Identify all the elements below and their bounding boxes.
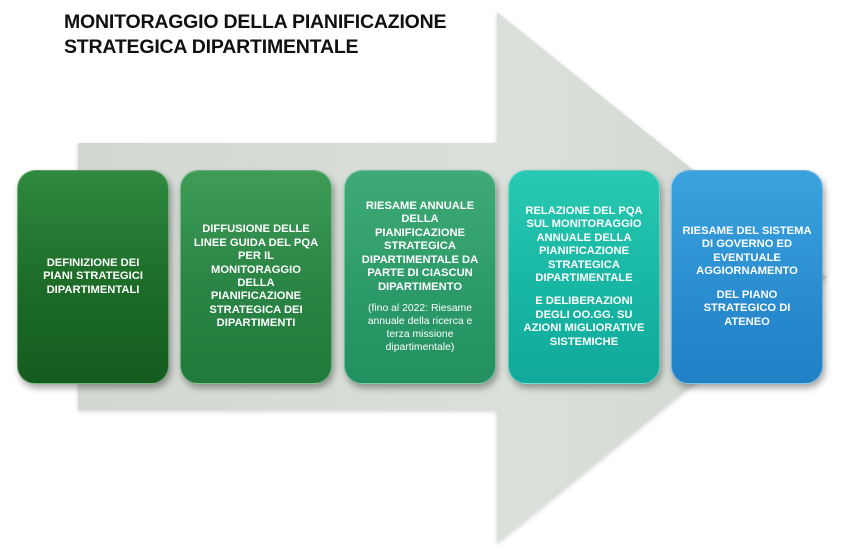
step-3-riesame-annuale: RIESAME ANNUALE DELLA PIANIFICAZIONE STR… — [344, 170, 496, 384]
step-4-text: RELAZIONE DEL PQA SUL MONITORAGGIO ANNUA… — [525, 204, 643, 284]
title-line-2: STRATEGICA DIPARTIMENTALE — [64, 36, 359, 58]
step-5-riesame-sistema-governo: RIESAME DEL SISTEMA DI GOVERNO ED EVENTU… — [671, 170, 823, 384]
step-3-text: RIESAME ANNUALE DELLA PIANIFICAZIONE STR… — [361, 200, 479, 293]
step-1-definizione-piani: DEFINIZIONE DEI PIANI STRATEGICI DIPARTI… — [17, 170, 169, 384]
step-5-text: RIESAME DEL SISTEMA DI GOVERNO ED EVENTU… — [682, 225, 812, 278]
step-5-subtext: DEL PIANO STRATEGICO DI ATENEO — [703, 288, 791, 328]
step-2-text: DIFFUSIONE DELLE LINEE GUIDA DEL PQA PER… — [193, 223, 319, 330]
title-line-1: MONITORAGGIO DELLA PIANIFICAZIONE — [64, 11, 447, 33]
step-3-note: (fino al 2022: Riesame annuale della ric… — [367, 302, 473, 353]
step-1-text: DEFINIZIONE DEI PIANI STRATEGICI DIPARTI… — [43, 256, 143, 296]
step-2-diffusione-linee-guida: DIFFUSIONE DELLE LINEE GUIDA DEL PQA PER… — [180, 170, 332, 384]
step-4-relazione-pqa: RELAZIONE DEL PQA SUL MONITORAGGIO ANNUA… — [508, 170, 660, 384]
page-title: MONITORAGGIO DELLA PIANIFICAZIONE STRATE… — [64, 10, 484, 60]
step-4-subtext: E DELIBERAZIONI DEGLI OO.GG. SU AZIONI M… — [523, 295, 645, 348]
